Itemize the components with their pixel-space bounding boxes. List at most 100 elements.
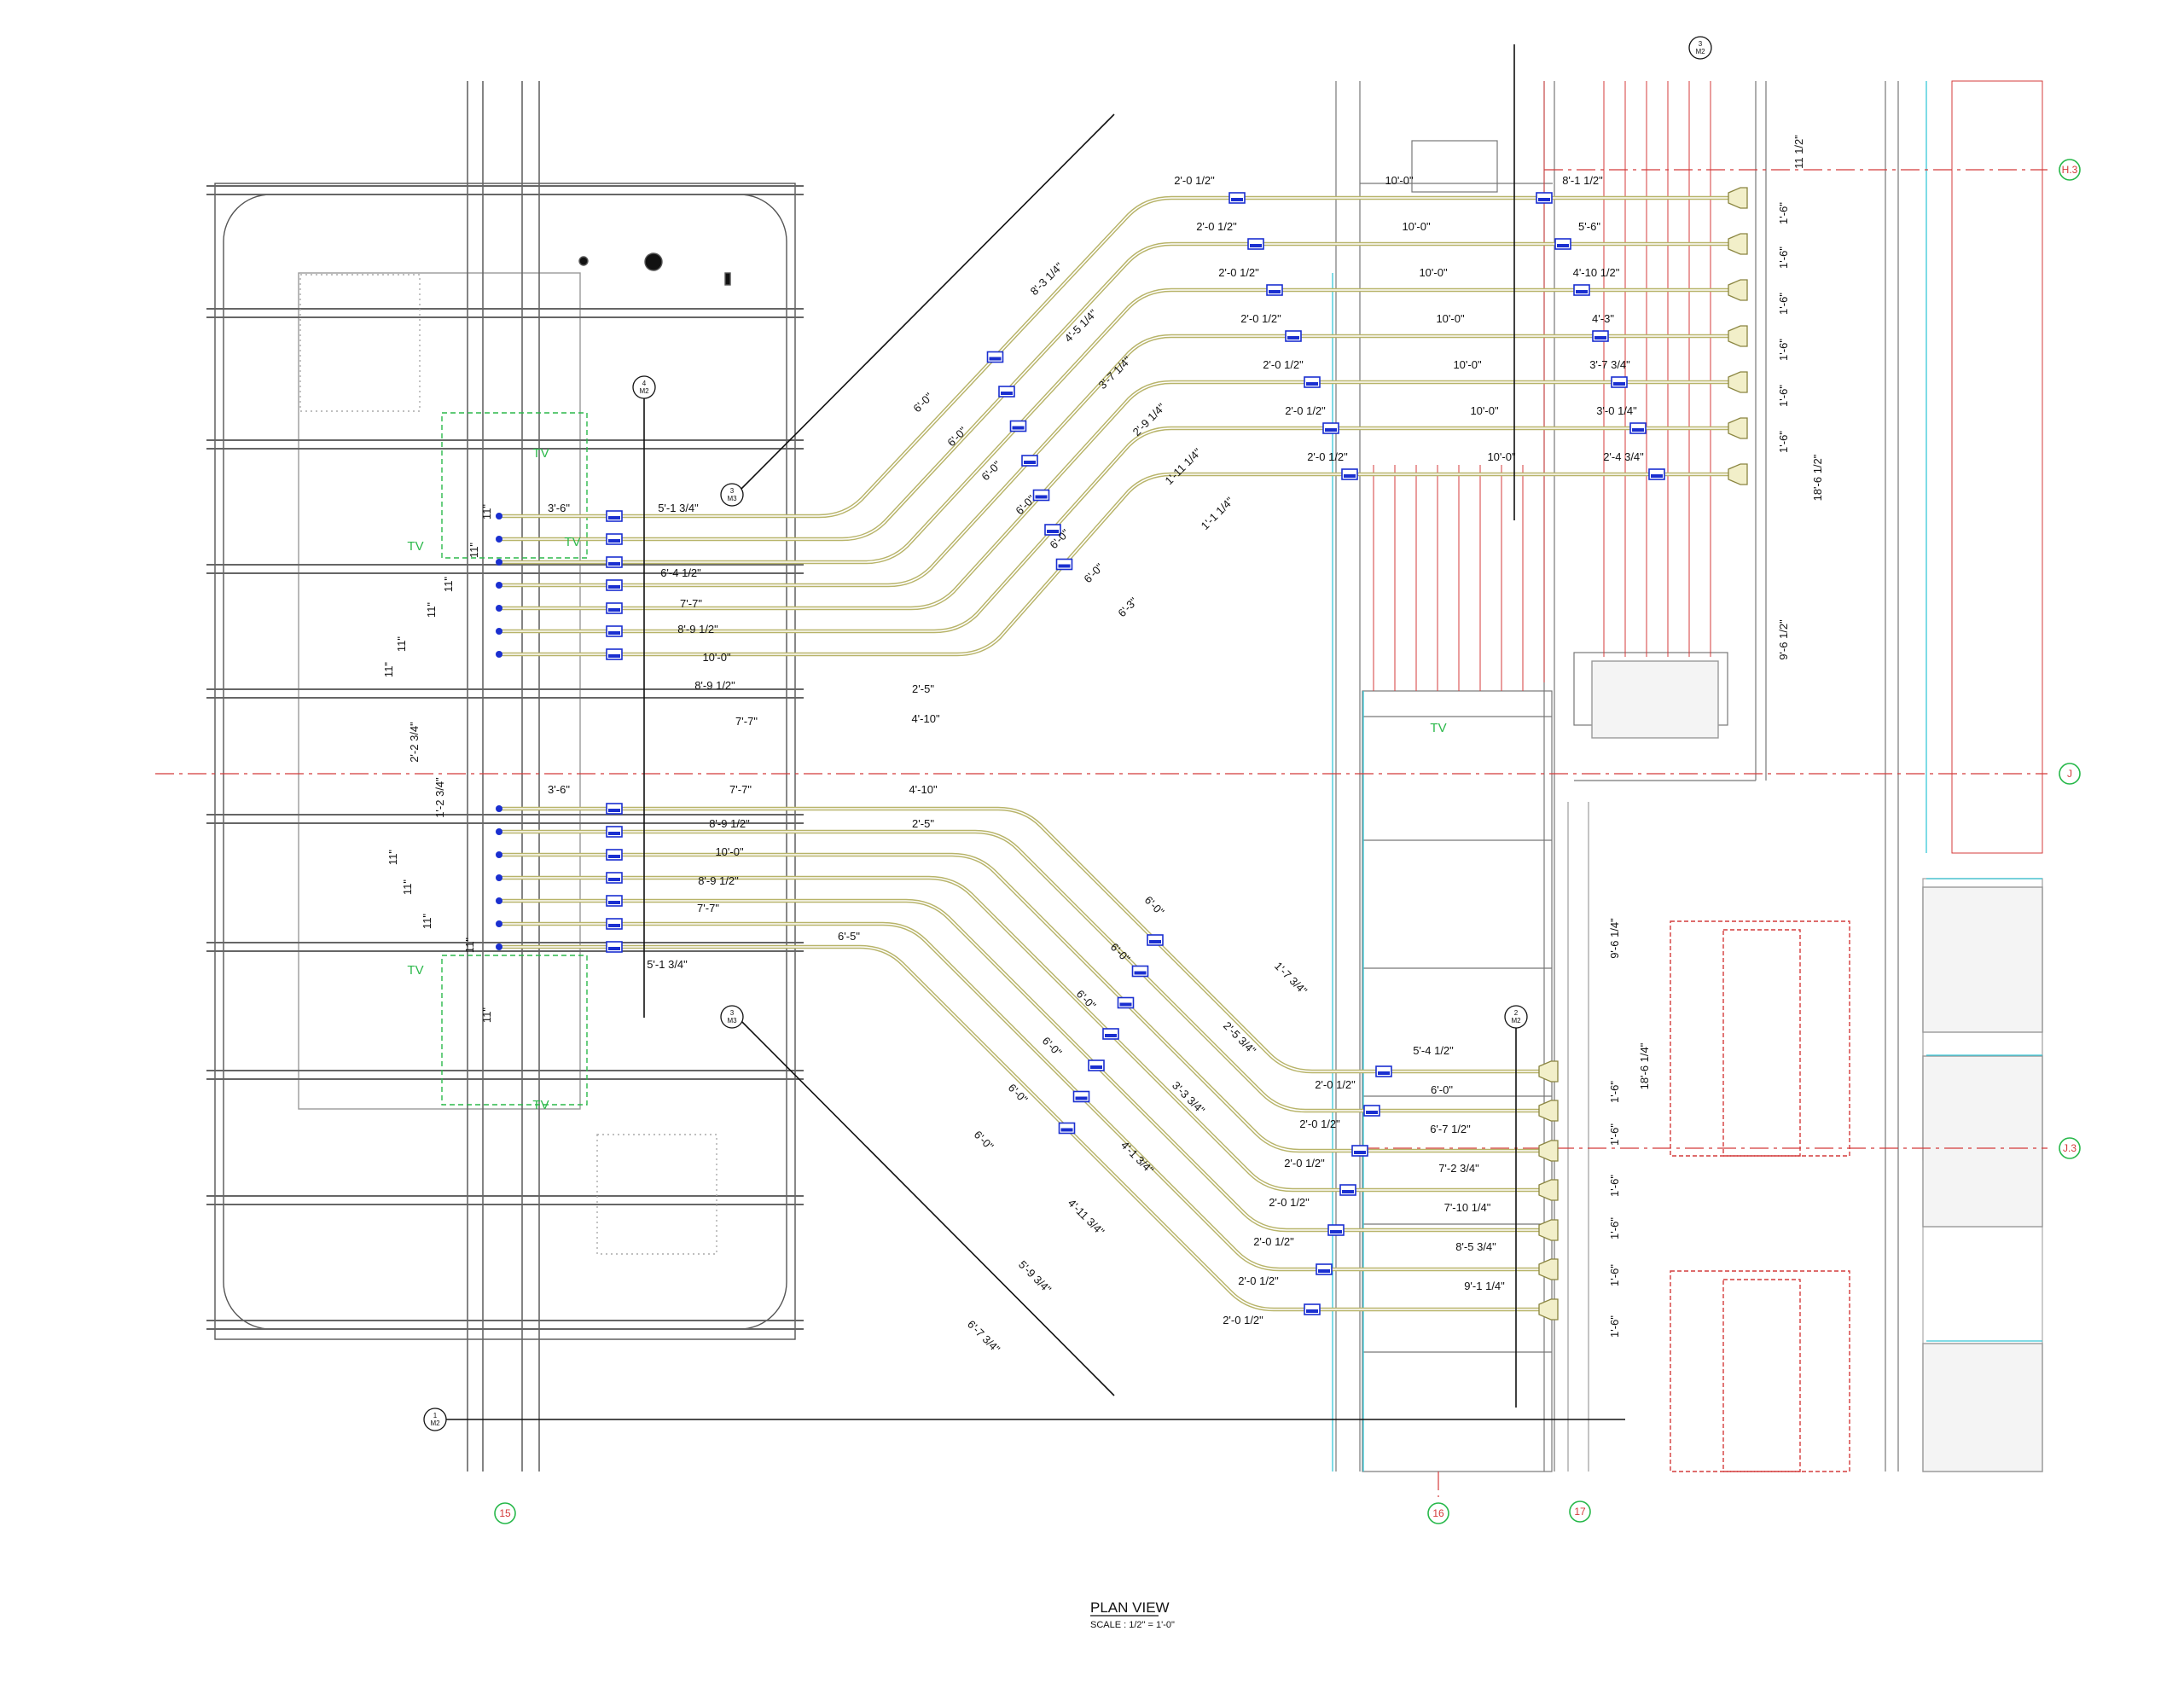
hanger-lower-diag-1 — [1147, 934, 1164, 946]
hatched-wall — [1951, 80, 2043, 854]
dim-top-right-run-5: 3'-7 3/4" — [1589, 358, 1630, 371]
dim-left-lower-7: 8'-9 1/2" — [698, 874, 739, 887]
red-equipment-outlines — [1670, 920, 1850, 1472]
dim-top-right-run-6: 3'-0 1/4" — [1596, 404, 1637, 417]
dim-top-two-4: 2'-0 1/2" — [1240, 312, 1281, 325]
dim-left-side-11: 11" — [421, 914, 433, 929]
hanger-lower-right-6 — [1316, 1263, 1333, 1275]
dim-left-side-8: 1'-2 3/4" — [433, 777, 446, 818]
dim-left-upper-9: 4'-10" — [911, 712, 940, 725]
hanger-upper-left-5 — [606, 602, 623, 614]
pipe-lower-2-core — [499, 831, 1553, 1112]
outlet-upper-1 — [1728, 187, 1748, 209]
outlet-upper-6 — [1728, 417, 1748, 439]
dim-left-side-12: 11" — [463, 937, 476, 953]
hanger-lower-left-1 — [606, 803, 623, 815]
tv-boxes — [441, 412, 588, 1106]
dim-bottom-right-run-1: 5'-4 1/2" — [1413, 1044, 1454, 1057]
section-tag-left-down-sheet: M3 — [727, 1017, 737, 1025]
hanger-lower-right-7 — [1304, 1303, 1321, 1315]
left-platform-outline — [214, 183, 796, 1340]
plan-scale: SCALE : 1/2" = 1'-0" — [1090, 1620, 1175, 1630]
dim-left-side-1: 11" — [480, 504, 493, 520]
hanger-lower-left-4 — [606, 872, 623, 884]
dim-bottom-right-run-2: 6'-0" — [1431, 1083, 1453, 1096]
dim-bottom-right-side-4: 1'-6" — [1608, 1123, 1621, 1146]
header-node-upper-4 — [496, 582, 502, 589]
tv-label-c: TV — [407, 539, 423, 554]
hanger-upper-right-5 — [1611, 376, 1628, 388]
dim-upper-diag-3: 3'-7 1/4" — [1096, 353, 1135, 392]
outlet-lower-5 — [1538, 1219, 1559, 1241]
dim-upper-diag-six-6: 6'-0" — [1081, 560, 1106, 585]
tv-labels: TV TV TV TV TV TV — [407, 446, 1446, 1112]
header-node-upper-5 — [496, 605, 502, 612]
dim-bottom-right-side-7: 1'-6" — [1608, 1264, 1621, 1286]
hanger-upper-left-7 — [606, 648, 623, 660]
outlet-upper-5 — [1728, 371, 1748, 393]
dim-left-upper-10: 2'-5" — [912, 682, 934, 695]
hanger-upper-left-2 — [606, 533, 623, 545]
dim-bottom-right-run-6: 8'-5 3/4" — [1455, 1240, 1496, 1253]
hanger-lower-left-5 — [606, 895, 623, 907]
section-tag-right-sheet: M2 — [1511, 1017, 1521, 1025]
dim-bottom-right-run-4: 7'-2 3/4" — [1438, 1162, 1479, 1175]
hanger-upper-mid-6 — [1322, 422, 1339, 434]
dim-top-right-side-1: 11 1/2" — [1792, 135, 1805, 169]
hanger-upper-mid-7 — [1341, 468, 1358, 480]
dim-top-right-side-3: 1'-6" — [1777, 247, 1790, 269]
dim-lower-diag-7: 6'-7 3/4" — [965, 1318, 1003, 1356]
tv-label-a: TV — [532, 446, 549, 461]
ladder — [1567, 802, 1589, 1472]
equipment-dot-small — [578, 256, 589, 266]
dim-left-side-6: 11" — [382, 662, 395, 677]
section-tag-bottom — [423, 1408, 447, 1431]
equipment-slot — [724, 272, 731, 286]
dim-top-right-run-1: 8'-1 1/2" — [1562, 174, 1603, 187]
hanger-lower-diag-6 — [1072, 1090, 1090, 1103]
section-tag-top-sheet: M2 — [1695, 48, 1705, 55]
dim-lower-diag-six-6: 6'-0" — [972, 1128, 996, 1152]
section-tag-left-down-num: 3 — [730, 1009, 735, 1017]
dim-left-lower-4: 8'-9 1/2" — [709, 817, 750, 830]
dim-bottom-two-7: 2'-0 1/2" — [1223, 1314, 1263, 1326]
dim-lower-diag-1: 1'-7 3/4" — [1272, 960, 1310, 998]
grid-bubble-j3 — [2059, 1137, 2081, 1159]
tv-label-f: TV — [532, 1098, 549, 1112]
header-node-lower-3 — [496, 851, 502, 858]
outlet-upper-7 — [1728, 463, 1748, 485]
grid-bubble-15 — [494, 1502, 516, 1524]
grid-label-16: 16 — [1432, 1507, 1444, 1519]
hanger-upper-right-1 — [1536, 192, 1553, 204]
hanger-lower-diag-7 — [1058, 1122, 1076, 1135]
grid-bubble-16 — [1427, 1502, 1449, 1524]
dim-left-side-13: 11" — [480, 1007, 493, 1023]
header-node-upper-7 — [496, 651, 502, 658]
grid-bubble-j — [2059, 763, 2081, 785]
hanger-upper-diag-5 — [1032, 489, 1050, 502]
dim-left-upper-1: 3'-6" — [548, 502, 570, 514]
dim-bottom-right-run-7: 9'-1 1/4" — [1464, 1280, 1505, 1292]
hanger-upper-left-1 — [606, 510, 623, 522]
hanger-upper-right-7 — [1648, 468, 1665, 480]
hanger-upper-diag-2 — [998, 386, 1015, 398]
dim-upper-diag-5: 1'-11 1/4" — [1162, 445, 1204, 487]
grid-label-17: 17 — [1574, 1506, 1586, 1518]
dim-left-upper-8: 7'-7" — [735, 715, 758, 728]
hanger-lower-left-6 — [606, 918, 623, 930]
column-15-beams — [467, 81, 540, 1472]
outlet-upper-2 — [1728, 233, 1748, 255]
grid-bubble-h3 — [2059, 159, 2081, 181]
dim-lower-diag-six-4: 6'-0" — [1040, 1034, 1065, 1059]
dim-top-two-7: 2'-0 1/2" — [1307, 450, 1348, 463]
section-tag-left-up-num: 3 — [730, 487, 735, 495]
dim-left-side-7: 2'-2 3/4" — [408, 722, 421, 763]
grid-label-h3: H.3 — [2062, 164, 2078, 176]
hanger-upper-mid-1 — [1228, 192, 1246, 204]
outlet-lower-7 — [1538, 1298, 1559, 1321]
outlet-lower-2 — [1538, 1100, 1559, 1122]
header-node-upper-1 — [496, 513, 502, 520]
dim-top-ten-4: 10'-0" — [1436, 312, 1465, 325]
dim-upper-diag-six-2: 6'-0" — [944, 424, 969, 449]
dim-bottom-right-run-5: 7'-10 1/4" — [1444, 1201, 1491, 1214]
